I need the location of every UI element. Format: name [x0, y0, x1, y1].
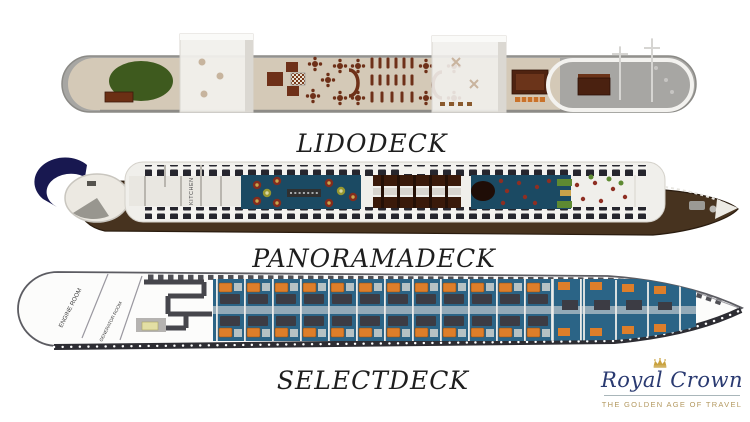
panorama-bow-deck	[664, 186, 738, 219]
lido-bar	[511, 69, 549, 102]
lido-deck-illustration	[61, 33, 697, 113]
wheelhouse	[577, 77, 611, 96]
crown-icon	[653, 358, 667, 368]
bow-tip	[715, 199, 738, 219]
panorama-deck-illustration: KITCHEN	[34, 157, 739, 236]
midship-awning	[431, 35, 507, 113]
lobby-shop-area	[373, 167, 461, 208]
brand-name: Royal Crown	[601, 368, 743, 392]
observation-lounge	[574, 174, 636, 207]
stair-corridor	[144, 279, 212, 331]
brand-tagline: THE GOLDEN AGE OF TRAVEL	[601, 400, 743, 409]
aft-awning	[179, 33, 254, 113]
window-band-starboard	[145, 207, 647, 219]
grand-piano	[471, 181, 495, 201]
stern-terrace	[34, 157, 130, 223]
panorama-lounge	[471, 175, 572, 209]
galley-area: KITCHEN	[129, 165, 245, 206]
bow-center-line	[695, 291, 740, 309]
brand-divider	[604, 395, 740, 396]
lido-furniture-aft	[267, 56, 366, 106]
navy-canopy	[34, 157, 87, 207]
select-deck-illustration: ENGINE ROOM GENERATOR ROOM	[17, 271, 744, 350]
giant-chessboard	[290, 72, 306, 86]
restaurant-area	[241, 175, 361, 209]
cabin-section	[213, 279, 696, 341]
cabin-walls	[213, 279, 607, 341]
suite-section	[551, 279, 681, 341]
anchor-winch	[689, 201, 705, 210]
royal-crown-logo: Royal Crown THE GOLDEN AGE OF TRAVEL	[598, 358, 746, 409]
lido-deck-caption: LIDODECK	[296, 129, 448, 158]
wheelhouse-roof	[578, 74, 610, 80]
putting-green	[109, 61, 173, 101]
forward-mast	[644, 38, 660, 102]
kitchen-label: KITCHEN	[189, 177, 195, 205]
select-deck-caption: SELECTDECK	[276, 366, 470, 395]
panorama-deck-caption: PANORAMADECK	[252, 244, 496, 273]
window-band-port	[145, 165, 647, 176]
aft-mast	[612, 46, 628, 100]
bow-observation-area	[546, 35, 694, 112]
shuffleboard-bench	[104, 91, 134, 103]
